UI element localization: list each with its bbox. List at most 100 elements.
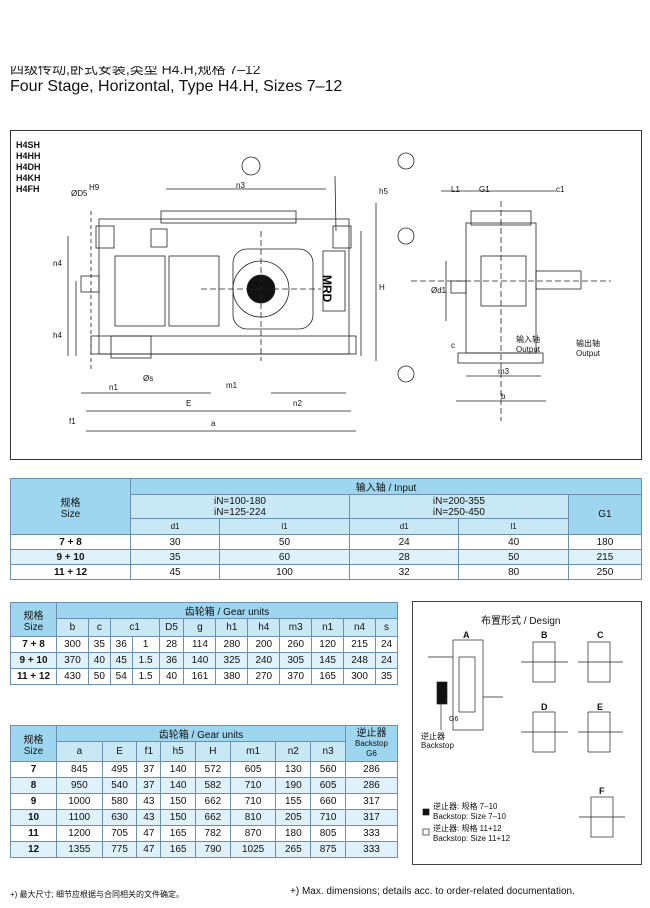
title-cn: 四级传动,卧式安装,类型 H4.H,规格 7–12: [10, 66, 261, 76]
cell: 286: [345, 761, 398, 778]
title-en: Four Stage, Horizontal, Type H4.H, Sizes…: [10, 78, 343, 95]
cell: 875: [310, 841, 346, 858]
cell: 845: [56, 761, 103, 778]
cell: 36: [158, 652, 185, 669]
label-n4: n4: [53, 259, 62, 268]
cell: 45: [109, 652, 133, 669]
cell: 705: [101, 825, 138, 842]
cell: 810: [229, 809, 277, 826]
col-header: n4: [343, 618, 377, 637]
cell: 165: [160, 841, 196, 858]
cell: 370: [279, 668, 313, 685]
label-c1: c1: [556, 185, 565, 194]
label-H: H: [379, 283, 385, 292]
cell: 605: [310, 777, 346, 794]
table-row: 7 + 8 300 35 36 1 28 114 280 200 260 120…: [10, 636, 398, 653]
label-n1: n1: [109, 383, 118, 392]
table-row: 8 950 540 37 140 582 710 190 605 286: [10, 777, 398, 794]
cell: 180: [567, 534, 643, 550]
cell: 662: [195, 809, 231, 826]
cell: 24: [375, 636, 398, 653]
cell: 1: [131, 636, 160, 653]
cell: 305: [279, 652, 313, 669]
cell: 150: [160, 809, 196, 826]
col-header: n2: [275, 741, 312, 762]
cell: 710: [229, 793, 277, 810]
cell: 40: [87, 652, 111, 669]
label-h4: h4: [53, 331, 62, 340]
label-h5: h5: [379, 187, 388, 196]
design-f-label: F: [599, 786, 605, 796]
brand-logo: MRD: [320, 275, 334, 303]
label-m1: m1: [226, 381, 238, 390]
cell: 54: [109, 668, 133, 685]
cell: 805: [310, 825, 346, 842]
model-list: H4SH H4HH H4DH H4KH H4FH: [16, 140, 41, 195]
label-b: b: [501, 392, 506, 401]
col-header: c: [87, 618, 111, 637]
cell: 215: [343, 636, 377, 653]
size-cell: 9 + 10: [10, 549, 131, 565]
col-header: h5: [160, 741, 196, 762]
cell: 161: [183, 668, 217, 685]
table-row: 11 1200 705 47 165 782 870 180 805 333: [10, 825, 398, 842]
cell: 260: [279, 636, 313, 653]
cell: 140: [160, 777, 196, 794]
cell: 165: [311, 668, 345, 685]
col-d1: d1: [348, 518, 460, 535]
cell: 36: [109, 636, 133, 653]
cell: 40: [458, 534, 569, 550]
cell: 114: [183, 636, 217, 653]
cell: 120: [311, 636, 345, 653]
cell: 630: [101, 809, 138, 826]
col-header: h4: [247, 618, 281, 637]
size-cell: 7 + 8: [10, 636, 57, 653]
cell: 286: [345, 777, 398, 794]
col-header: n3: [310, 741, 346, 762]
size-cell: 7: [10, 761, 57, 778]
design-b-label: B: [541, 630, 548, 640]
table-row: 7 845 495 37 140 572 605 130 560 286: [10, 761, 398, 778]
cell: 100: [219, 564, 350, 580]
table-row: 11 + 12 430 50 54 1.5 40 161 380 270 370…: [10, 668, 398, 685]
cell: 28: [158, 636, 185, 653]
col-l1: l1: [219, 518, 350, 535]
size-cell: 7 + 8: [10, 534, 131, 550]
cell: 140: [183, 652, 217, 669]
cell: 200: [247, 636, 281, 653]
label-l1: L1: [451, 185, 460, 194]
size-cell: 9 + 10: [10, 652, 57, 669]
footnote-en: +) Max. dimensions; details acc. to orde…: [290, 886, 575, 897]
gear-units-header: 齿轮箱 / Gear units: [56, 725, 346, 742]
cell: 240: [247, 652, 281, 669]
cell: 582: [195, 777, 231, 794]
cell: 130: [275, 761, 312, 778]
col-G1: G1: [567, 494, 643, 535]
cell: 333: [345, 825, 398, 842]
label-m3: m3: [498, 367, 510, 376]
cell: 37: [136, 777, 162, 794]
cell: 50: [458, 549, 569, 565]
cell: 24: [375, 652, 398, 669]
cell: 180: [275, 825, 312, 842]
cell: 248: [343, 652, 377, 669]
label-d5: ØD5: [71, 189, 88, 198]
col-header: f1: [136, 741, 162, 762]
cell: 572: [195, 761, 231, 778]
col-header: b: [56, 618, 89, 637]
col-header: g: [183, 618, 217, 637]
cell: 1.5: [131, 652, 160, 669]
technical-drawing: MRD ØD5 H9 n3 h5 n4 h4 H n1 E m1 n2 f1 a…: [10, 130, 642, 460]
col-header: c1: [109, 618, 160, 637]
col-header: H: [195, 741, 231, 762]
design-header: 布置形式 / Design: [481, 616, 561, 627]
cell: 333: [345, 841, 398, 858]
cell: 35: [129, 549, 221, 565]
